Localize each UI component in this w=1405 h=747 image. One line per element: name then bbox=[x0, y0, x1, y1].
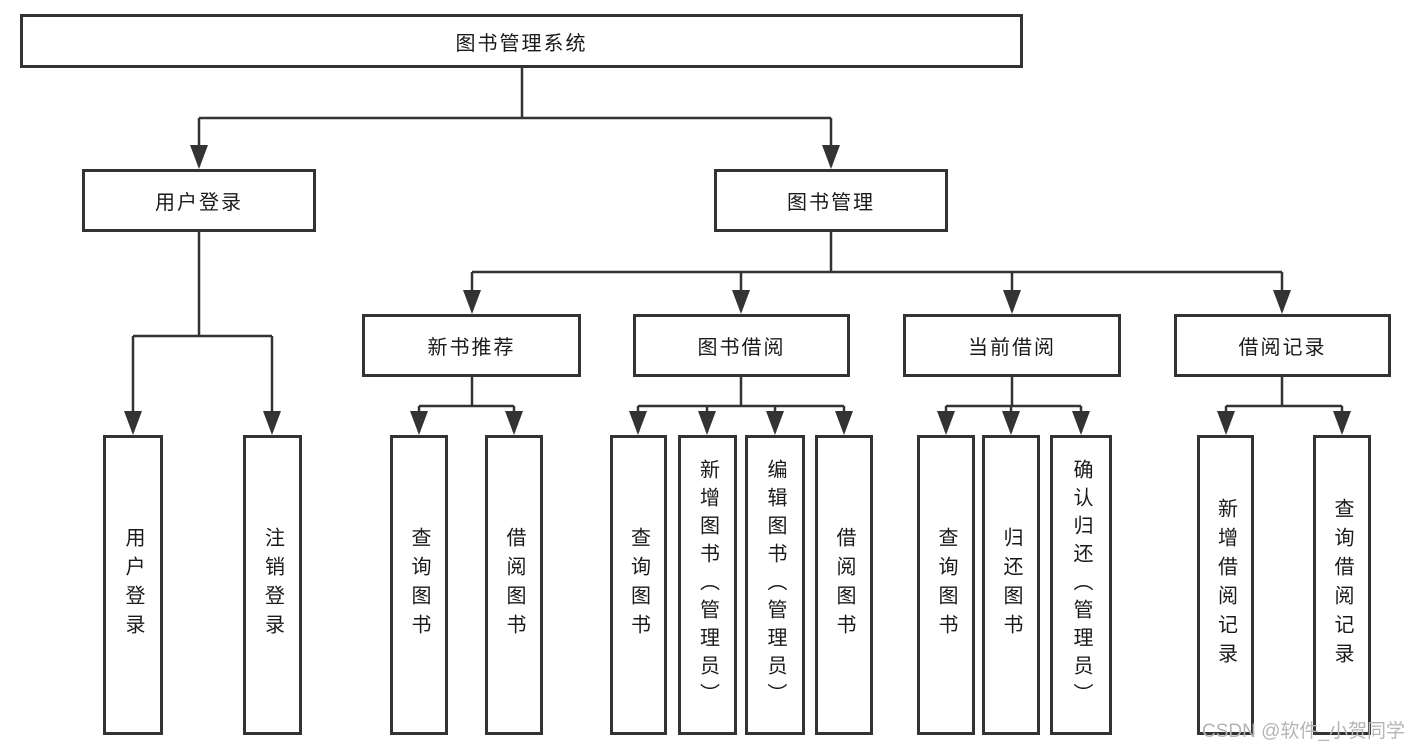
node-root-system: 图书管理系统 bbox=[20, 14, 1023, 68]
node-label: 新书推荐 bbox=[427, 337, 516, 359]
node-label: 归还图书 bbox=[1000, 527, 1022, 643]
arrowheads bbox=[124, 145, 1351, 435]
node-new-book-recommend: 新书推荐 bbox=[362, 314, 581, 377]
node-label: 借阅记录 bbox=[1238, 337, 1327, 359]
leaf-logout: 注销登录 bbox=[243, 435, 302, 735]
leaf-confirm-return-admin: 确认归还（管理员） bbox=[1050, 435, 1112, 735]
node-label: 新增借阅记录 bbox=[1214, 498, 1237, 672]
csdn-watermark: CSDN @软件_小贺同学 bbox=[1202, 721, 1405, 742]
node-label: 新增图书（管理员） bbox=[696, 459, 719, 711]
leaf-add-books-admin: 新增图书（管理员） bbox=[678, 435, 737, 735]
leaf-return-books: 归还图书 bbox=[982, 435, 1040, 735]
node-label: 用户登录 bbox=[155, 192, 243, 214]
node-label: 查询图书 bbox=[408, 527, 430, 643]
tree-edges bbox=[131, 68, 1344, 432]
leaf-query-books-current: 查询图书 bbox=[917, 435, 975, 735]
node-label: 查询借阅记录 bbox=[1331, 498, 1353, 672]
node-label: 当前借阅 bbox=[968, 337, 1056, 359]
node-label: 图书管理系统 bbox=[455, 32, 588, 55]
node-label: 借阅图书 bbox=[833, 527, 855, 643]
node-label: 图书借阅 bbox=[697, 337, 786, 359]
leaf-borrow-books-borrowing: 借阅图书 bbox=[815, 435, 873, 735]
node-label: 查询图书 bbox=[935, 527, 957, 643]
node-label: 查询图书 bbox=[627, 527, 650, 643]
node-label: 图书管理 bbox=[787, 192, 875, 214]
node-book-borrowing: 图书借阅 bbox=[633, 314, 850, 377]
node-borrow-records: 借阅记录 bbox=[1174, 314, 1391, 377]
node-label: 确认归还（管理员） bbox=[1070, 459, 1092, 711]
node-label: 编辑图书（管理员） bbox=[764, 459, 786, 711]
node-user-login: 用户登录 bbox=[82, 169, 316, 232]
leaf-edit-books-admin: 编辑图书（管理员） bbox=[745, 435, 805, 735]
leaf-query-borrow-record: 查询借阅记录 bbox=[1313, 435, 1371, 735]
node-book-management: 图书管理 bbox=[714, 169, 948, 232]
node-label: 借阅图书 bbox=[503, 527, 525, 643]
leaf-add-borrow-record: 新增借阅记录 bbox=[1197, 435, 1254, 735]
node-current-borrowing: 当前借阅 bbox=[903, 314, 1121, 377]
leaf-query-books-recommend: 查询图书 bbox=[390, 435, 448, 735]
node-label: 注销登录 bbox=[261, 527, 284, 643]
leaf-user-login: 用户登录 bbox=[103, 435, 163, 735]
leaf-query-books-borrowing: 查询图书 bbox=[610, 435, 667, 735]
node-label: 用户登录 bbox=[122, 527, 144, 643]
leaf-borrow-books-recommend: 借阅图书 bbox=[485, 435, 543, 735]
